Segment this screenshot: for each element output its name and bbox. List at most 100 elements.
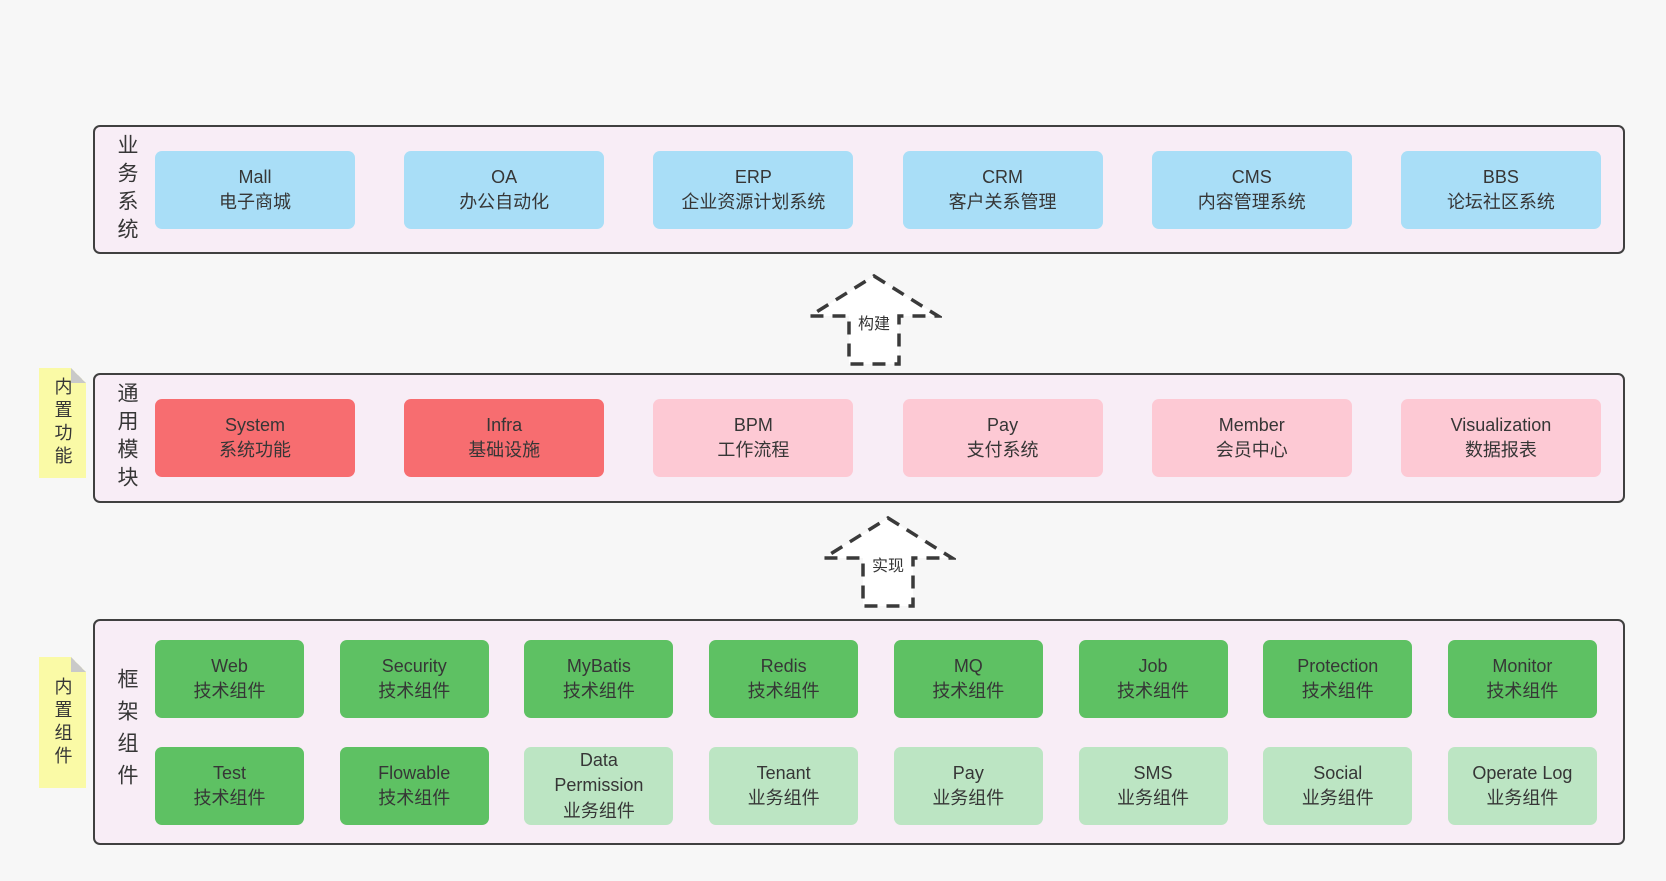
box-subtitle: 论坛社区系统	[1446, 192, 1555, 212]
box-subtitle: 办公自动化	[459, 192, 550, 212]
box-bbs: BBS 论坛社区系统	[1400, 151, 1601, 229]
layer-label-business-systems: 业务系统	[115, 133, 138, 246]
box-subtitle: 业务组件	[562, 800, 635, 821]
box-title: SMS	[1133, 762, 1173, 783]
layer-common-modules: 通用模块 System 系统功能 Infra 基础设施 BPM 工作流程 Pay…	[93, 373, 1625, 503]
note-text: 内置功能	[52, 377, 73, 469]
box-subtitle: 业务组件	[932, 788, 1005, 808]
common-modules-row: System 系统功能 Infra 基础设施 BPM 工作流程 Pay 支付系统…	[155, 399, 1601, 477]
box-subtitle: 技术组件	[193, 788, 266, 808]
box-tenant: Tenant 业务组件	[709, 747, 859, 825]
box-subtitle: 技术组件	[193, 681, 266, 701]
box-title: BPM	[733, 414, 773, 435]
box-mq: MQ 技术组件	[893, 640, 1043, 718]
box-title: CMS	[1231, 166, 1272, 187]
box-subtitle: 基础设施	[468, 440, 541, 460]
box-flowable: Flowable 技术组件	[339, 747, 489, 825]
box-bpm: BPM 工作流程	[653, 399, 854, 477]
box-title: Job	[1138, 655, 1168, 676]
box-title: Pay	[987, 414, 1019, 435]
sticky-note-builtin-features: 内置功能	[39, 368, 86, 478]
box-subtitle: 技术组件	[562, 681, 635, 701]
box-title: BBS	[1482, 166, 1519, 187]
implement-arrow-label: 实现	[868, 551, 908, 577]
box-web: Web 技术组件	[155, 640, 304, 718]
box-subtitle: 系统功能	[219, 440, 291, 460]
box-subtitle: 会员中心	[1215, 440, 1288, 460]
box-title: Web	[211, 655, 248, 676]
box-member: Member 会员中心	[1151, 399, 1352, 477]
box-title: OA	[491, 166, 518, 187]
box-subtitle: 业务组件	[1301, 788, 1374, 808]
box-subtitle: 技术组件	[1117, 681, 1190, 701]
box-title: Security	[381, 655, 447, 676]
framework-components-row-2: Test 技术组件 Flowable 技术组件 Data Permission …	[155, 747, 1597, 825]
box-subtitle: 技术组件	[747, 681, 820, 701]
box-title: System	[224, 414, 285, 435]
box-test: Test 技术组件	[155, 747, 304, 825]
box-cms: CMS 内容管理系统	[1151, 151, 1352, 229]
box-social: Social 业务组件	[1263, 747, 1413, 825]
box-operate-log: Operate Log 业务组件	[1447, 747, 1597, 825]
box-sms: SMS 业务组件	[1078, 747, 1228, 825]
box-subtitle: 技术组件	[378, 788, 451, 808]
box-subtitle: 电子商城	[219, 192, 291, 212]
box-subtitle: 技术组件	[1486, 681, 1559, 701]
box-mybatis: MyBatis 技术组件	[524, 640, 674, 718]
box-pay: Pay 支付系统	[902, 399, 1103, 477]
box-monitor: Monitor 技术组件	[1447, 640, 1597, 718]
box-title: Visualization	[1450, 414, 1552, 435]
box-title: Social	[1313, 762, 1363, 783]
box-mall: Mall 电子商城	[155, 151, 355, 229]
box-title: Protection	[1297, 655, 1379, 676]
box-title: Mall	[238, 166, 272, 187]
box-subtitle: 业务组件	[1486, 788, 1559, 808]
box-title: Data Permission	[554, 750, 644, 796]
box-subtitle: 业务组件	[747, 788, 820, 808]
box-title: CRM	[982, 166, 1024, 187]
box-title: Infra	[486, 414, 523, 435]
box-crm: CRM 客户关系管理	[902, 151, 1103, 229]
box-title: Redis	[760, 655, 807, 676]
box-title: Tenant	[756, 762, 811, 783]
box-title: MyBatis	[566, 655, 631, 676]
box-visualization: Visualization 数据报表	[1400, 399, 1601, 477]
box-subtitle: 工作流程	[717, 440, 790, 460]
box-job: Job 技术组件	[1078, 640, 1228, 718]
box-oa: OA 办公自动化	[404, 151, 605, 229]
box-data-permission: Data Permission 业务组件	[524, 747, 674, 825]
box-title: Operate Log	[1472, 762, 1573, 783]
folded-corner-icon	[71, 368, 86, 383]
box-subtitle: 数据报表	[1464, 440, 1537, 460]
build-arrow-label: 构建	[854, 309, 894, 335]
box-subtitle: 技术组件	[1301, 681, 1374, 701]
layer-label-common-modules: 通用模块	[115, 382, 138, 494]
box-protection: Protection 技术组件	[1263, 640, 1413, 718]
business-systems-row: Mall 电子商城 OA 办公自动化 ERP 企业资源计划系统 CRM 客户关系…	[155, 151, 1601, 229]
layer-framework-components: 框架组件 Web 技术组件 Security 技术组件 MyBatis 技术组件…	[93, 619, 1625, 845]
box-subtitle: 业务组件	[1117, 788, 1190, 808]
note-text: 内置组件	[52, 676, 73, 769]
box-subtitle: 客户关系管理	[948, 192, 1057, 212]
box-redis: Redis 技术组件	[709, 640, 859, 718]
box-title: Monitor	[1492, 655, 1553, 676]
box-erp: ERP 企业资源计划系统	[653, 151, 854, 229]
box-subtitle: 技术组件	[932, 681, 1005, 701]
layer-business-systems: 业务系统 Mall 电子商城 OA 办公自动化 ERP 企业资源计划系统 CRM…	[93, 125, 1625, 254]
box-title: Test	[212, 762, 246, 783]
box-title: Pay	[952, 762, 984, 783]
sticky-note-builtin-components: 内置组件	[39, 657, 86, 788]
box-pay-business: Pay 业务组件	[893, 747, 1043, 825]
box-system: System 系统功能	[155, 399, 355, 477]
box-title: MQ	[953, 655, 983, 676]
box-security: Security 技术组件	[339, 640, 489, 718]
implement-arrow: 实现	[820, 514, 956, 610]
box-title: ERP	[734, 166, 772, 187]
box-title: Flowable	[378, 762, 451, 783]
box-subtitle: 支付系统	[966, 440, 1039, 460]
framework-components-row-1: Web 技术组件 Security 技术组件 MyBatis 技术组件 Redi…	[155, 640, 1597, 718]
box-infra: Infra 基础设施	[404, 399, 605, 477]
box-subtitle: 技术组件	[378, 681, 451, 701]
box-subtitle: 企业资源计划系统	[681, 192, 826, 212]
build-arrow: 构建	[806, 272, 942, 368]
